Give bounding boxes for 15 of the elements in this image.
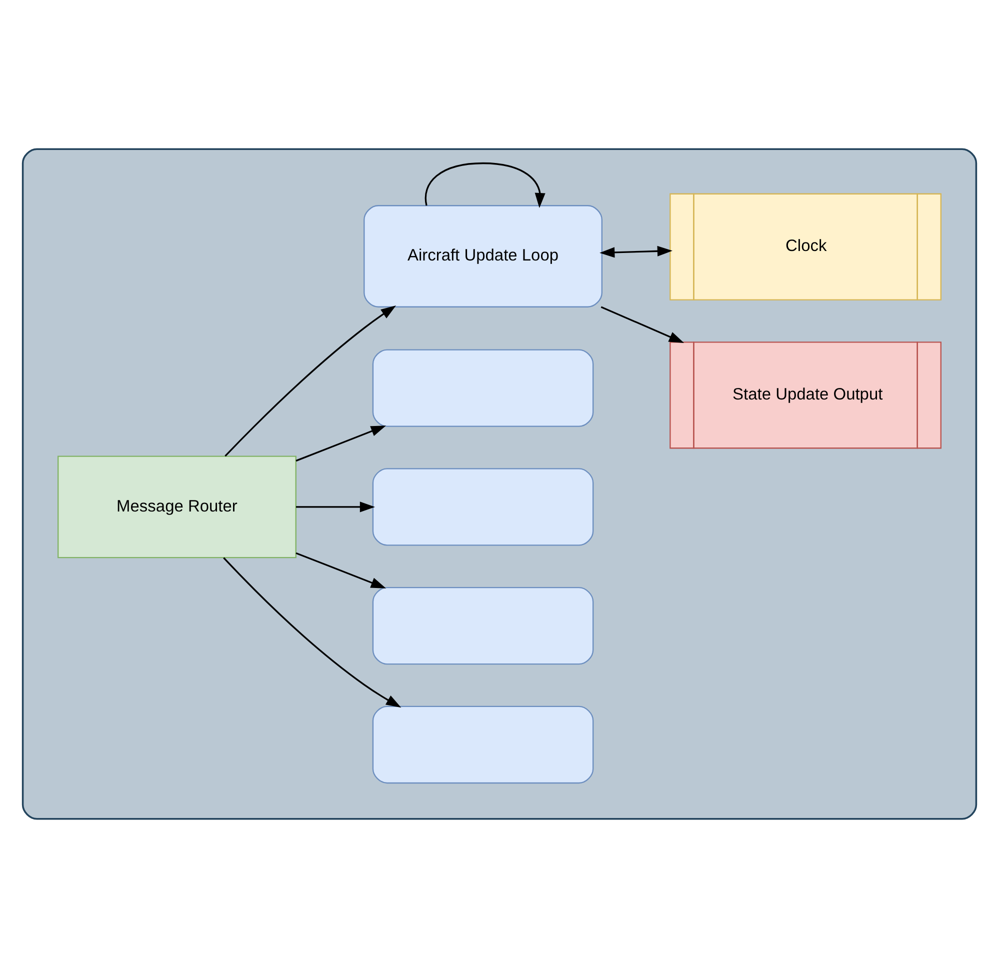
node-box	[372, 349, 594, 427]
cluster	[22, 148, 978, 820]
arrow	[223, 557, 402, 708]
arrow	[296, 502, 375, 512]
node-box	[372, 587, 594, 665]
arrow	[600, 246, 672, 258]
node-box: Message Router	[58, 456, 296, 558]
node-box: Aircraft Update Loop	[364, 205, 602, 308]
arrow	[296, 426, 386, 462]
arrow	[424, 162, 546, 208]
arrow	[224, 306, 396, 457]
node-box	[372, 468, 594, 546]
arrow	[296, 552, 386, 588]
node-box	[372, 706, 594, 784]
arrow	[600, 306, 684, 343]
